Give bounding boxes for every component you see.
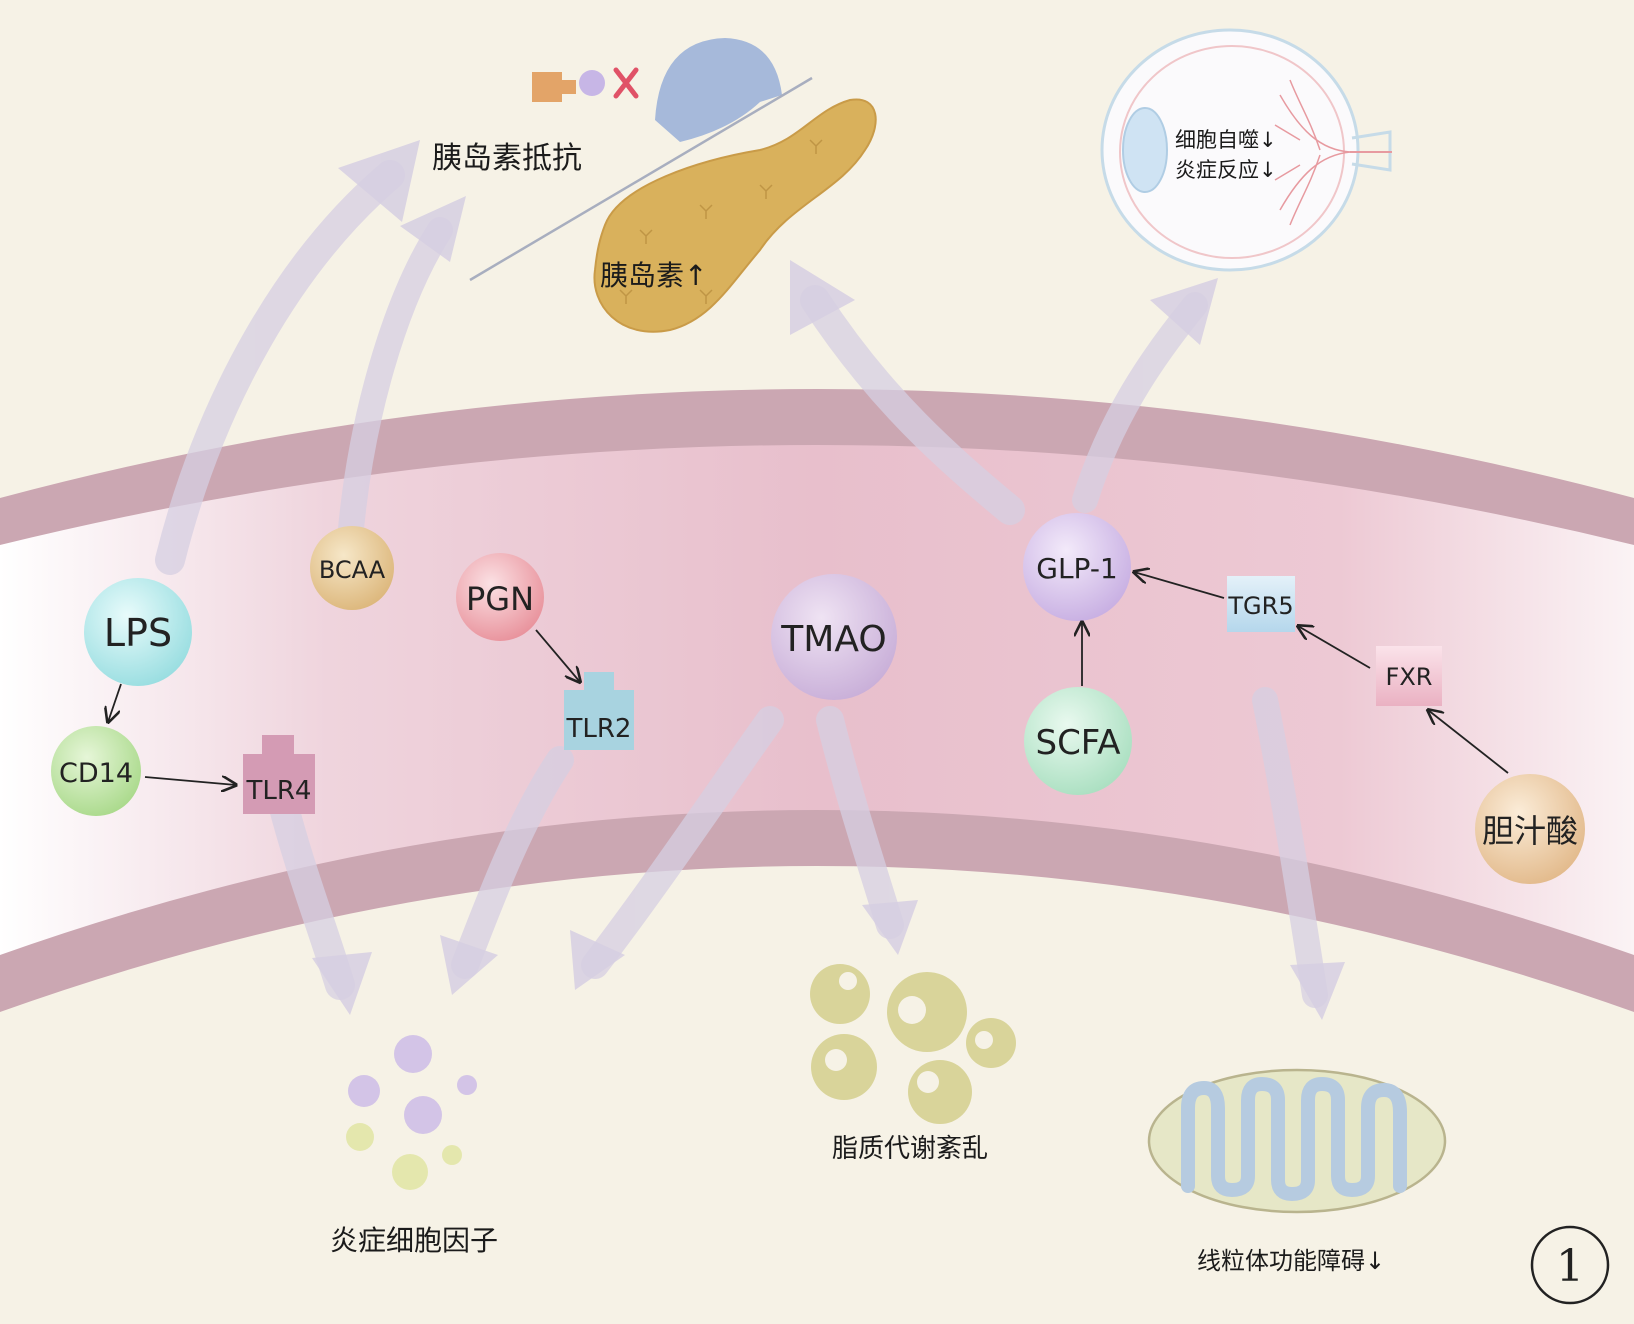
insulin-molecule-icon: [655, 38, 782, 142]
fxr-receptor: FXR: [1376, 646, 1442, 706]
pancreas-icon: [593, 98, 877, 333]
flow-arrows: [155, 160, 1328, 1008]
eye-inflammation-label: 炎症反应↓: [1175, 158, 1277, 182]
arrow-cd14-tlr4: [144, 777, 236, 785]
tlr4-receptor: TLR4: [243, 735, 315, 814]
inflammatory-cytokines-icon: [346, 1035, 477, 1190]
lipid-disorder-label: 脂质代谢紊乱: [832, 1134, 988, 1164]
scfa-label: SCFA: [1035, 723, 1120, 763]
pgn-node: PGN: [456, 553, 544, 641]
flow-arrow-lps-up: [155, 160, 405, 575]
flow-arrow-tmao-left: [581, 706, 784, 979]
flow-arrowhead-tlr4-down: [312, 952, 372, 1015]
figure-number-label: 1: [1556, 1241, 1584, 1292]
bile-acid-label: 胆汁酸: [1482, 812, 1578, 850]
flow-arrowhead-right-down: [1290, 962, 1345, 1020]
glp1-label: GLP-1: [1036, 552, 1117, 585]
tgr5-receptor: TGR5: [1227, 576, 1295, 632]
glp1-node: GLP-1: [1023, 513, 1131, 621]
figure-number-badge: 1: [1530, 1225, 1610, 1305]
flow-arrowhead-bcaa-up: [400, 196, 466, 262]
flow-arrow-right-down: [1252, 687, 1328, 1008]
flow-arrow-tmao-down: [816, 706, 904, 939]
tlr2-label: TLR2: [566, 714, 632, 744]
membrane-line: [469, 76, 813, 282]
bcaa-node: BCAA: [310, 526, 394, 610]
tmao-node: TMAO: [771, 574, 897, 700]
arrow-bile-fxr: [1428, 710, 1509, 774]
tmao-label: TMAO: [780, 619, 886, 660]
lipid-droplets-icon: [810, 964, 1016, 1124]
flow-arrowhead-tmao-down: [862, 900, 918, 955]
flow-arrowhead-tlr2-down: [440, 935, 498, 995]
scfa-node: SCFA: [1024, 687, 1132, 795]
pathway-arrows: [108, 572, 1509, 785]
tgr5-label: TGR5: [1227, 592, 1293, 620]
insulin-up-label: 胰岛素↑: [600, 259, 707, 292]
cd14-label: CD14: [59, 758, 133, 789]
insulin-resistance-label: 胰岛素抵抗: [432, 141, 582, 176]
flow-arrowhead-tmao-left: [570, 930, 625, 990]
lps-label: LPS: [104, 611, 172, 655]
flow-arrowhead-glp1-insulin: [790, 260, 855, 335]
vessel-lumen: [0, 445, 1634, 955]
tlr2-receptor: TLR2: [564, 672, 634, 750]
flow-arrow-glp1-insulin: [800, 285, 1025, 525]
flow-arrowheads: [312, 140, 1345, 1020]
arrow-lps-cd14: [108, 683, 122, 722]
eye-icon: [1100, 28, 1392, 272]
cd14-node: CD14: [51, 726, 141, 816]
arrow-fxr-tgr5: [1298, 626, 1371, 669]
bile-acid-node: 胆汁酸: [1475, 774, 1585, 884]
cross-icon: [613, 67, 639, 99]
flow-arrowhead-glp1-eye: [1150, 278, 1218, 345]
pgn-label: PGN: [466, 580, 534, 618]
arrow-pgn-tlr2: [535, 629, 580, 682]
pancreas-texture: [619, 139, 823, 304]
receptor-blocked-icon: [532, 67, 639, 102]
flow-arrow-tlr2-down: [451, 746, 574, 979]
eye-autophagy-label: 细胞自噬↓: [1175, 128, 1277, 152]
lps-node: LPS: [84, 578, 192, 686]
mitochondria-icon: [1147, 1068, 1447, 1214]
bcaa-label: BCAA: [319, 556, 386, 584]
inflammatory-cytokines-label: 炎症细胞因子: [330, 1224, 498, 1257]
flow-arrow-glp1-eye: [1072, 292, 1208, 513]
fxr-label: FXR: [1386, 663, 1433, 691]
flow-arrow-bcaa-up: [337, 217, 453, 553]
arrow-tgr5-glp1: [1134, 572, 1225, 599]
mitochondria-label: 线粒体功能障碍↓: [1197, 1247, 1385, 1275]
flow-arrowhead-lps-up: [338, 140, 420, 222]
tlr4-label: TLR4: [246, 776, 312, 806]
